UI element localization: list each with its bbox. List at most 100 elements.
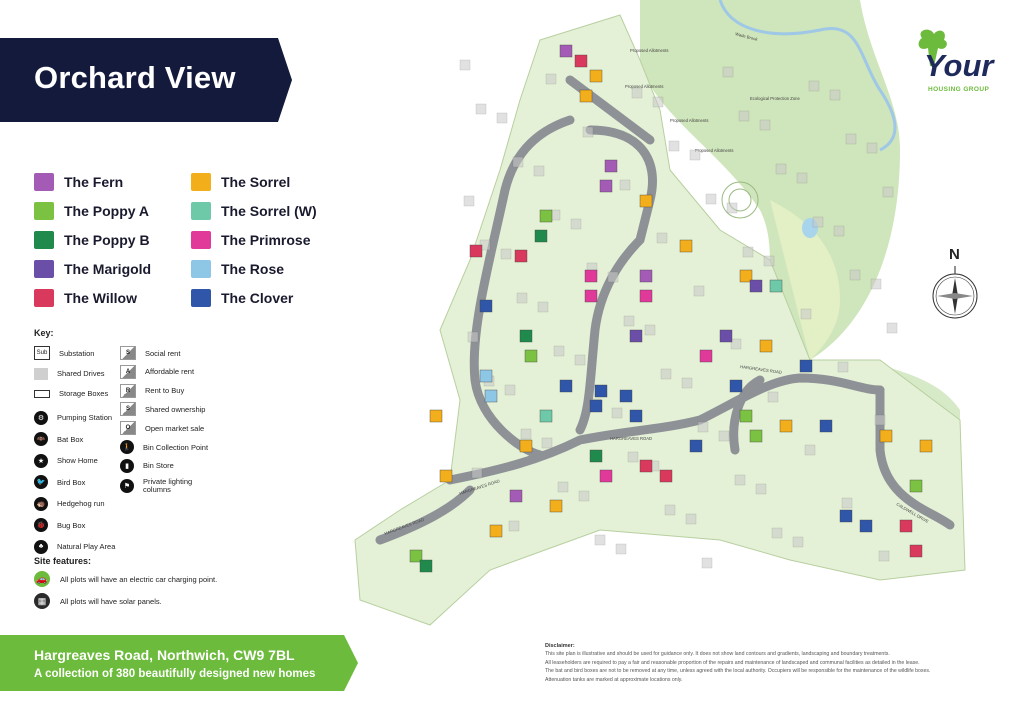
plot[interactable]	[819, 419, 833, 433]
plot[interactable]	[619, 389, 633, 403]
plot[interactable]	[799, 359, 813, 373]
plot-unassigned	[463, 195, 475, 207]
plot[interactable]	[659, 469, 673, 483]
plot[interactable]	[639, 269, 653, 283]
plot[interactable]	[749, 279, 763, 293]
plot[interactable]	[579, 89, 593, 103]
legend-label: The Sorrel (W)	[221, 203, 317, 219]
plot[interactable]	[479, 299, 493, 313]
key-item: Storage Boxes	[34, 389, 108, 398]
site-plan-map[interactable]: HARGREAVES ROAD HARGREAVES ROAD HARGREAV…	[340, 0, 1000, 640]
plot[interactable]	[539, 409, 553, 423]
plot[interactable]	[549, 499, 563, 513]
plot[interactable]	[679, 239, 693, 253]
plot-unassigned	[607, 271, 619, 283]
site-features-title: Site features:	[34, 556, 92, 566]
plot[interactable]	[574, 54, 588, 68]
plot[interactable]	[779, 419, 793, 433]
plot[interactable]	[589, 449, 603, 463]
plot[interactable]	[489, 524, 503, 538]
plot-unassigned	[730, 338, 742, 350]
plot[interactable]	[639, 459, 653, 473]
plot[interactable]	[519, 439, 533, 453]
legend-item: The Marigold	[34, 259, 151, 279]
legend-swatch	[191, 289, 211, 307]
plot[interactable]	[739, 409, 753, 423]
plot[interactable]	[719, 329, 733, 343]
plot[interactable]	[919, 439, 933, 453]
plot[interactable]	[629, 409, 643, 423]
key-label: Rent to Buy	[145, 386, 185, 396]
plot[interactable]	[439, 469, 453, 483]
lighting-column-icon: ⚑	[120, 478, 134, 493]
plot-unassigned	[656, 232, 668, 244]
plot[interactable]	[749, 429, 763, 443]
key-label: Storage Boxes	[59, 389, 109, 398]
legend-item: The Fern	[34, 172, 123, 192]
plot[interactable]	[429, 409, 443, 423]
plot-unassigned	[644, 324, 656, 336]
plot[interactable]	[559, 379, 573, 393]
plot[interactable]	[584, 269, 598, 283]
plot[interactable]	[534, 229, 548, 243]
plot-unassigned	[471, 467, 483, 479]
plot[interactable]	[839, 509, 853, 523]
plot-unassigned	[570, 218, 582, 230]
plot[interactable]	[739, 269, 753, 283]
key-item: 🦔Hedgehog run	[34, 496, 105, 511]
disclaimer-line: All leaseholders are required to pay a f…	[545, 659, 920, 666]
allotment-label: Proposed Allotments	[670, 118, 708, 123]
plot[interactable]	[584, 289, 598, 303]
plot[interactable]	[909, 479, 923, 493]
plot[interactable]	[639, 289, 653, 303]
key-label: Open market sale	[145, 423, 205, 433]
logo-tree-icon	[918, 29, 947, 66]
plot[interactable]	[524, 349, 538, 363]
plot[interactable]	[729, 379, 743, 393]
plot-unassigned	[738, 110, 750, 122]
plot[interactable]	[599, 179, 613, 193]
plot[interactable]	[519, 329, 533, 343]
legend-item: The Sorrel (W)	[191, 201, 317, 221]
ev-charging-icon: 🚗	[34, 571, 50, 587]
plot[interactable]	[909, 544, 923, 558]
plot[interactable]	[479, 369, 493, 383]
plot[interactable]	[859, 519, 873, 533]
plot[interactable]	[509, 489, 523, 503]
plot[interactable]	[769, 279, 783, 293]
plot-unassigned	[553, 345, 565, 357]
plot[interactable]	[589, 399, 603, 413]
plot[interactable]	[594, 384, 608, 398]
allotment-label: Proposed Allotments	[625, 84, 663, 89]
plot-unassigned	[878, 550, 890, 562]
plot[interactable]	[629, 329, 643, 343]
plot[interactable]	[539, 209, 553, 223]
plot-unassigned	[841, 497, 853, 509]
plot-unassigned	[623, 315, 635, 327]
legend-swatch	[34, 231, 54, 249]
plot[interactable]	[639, 194, 653, 208]
legend-item: The Poppy A	[34, 201, 149, 221]
plot[interactable]	[484, 389, 498, 403]
plot-unassigned	[697, 421, 709, 433]
meadow	[770, 200, 840, 360]
plot[interactable]	[599, 469, 613, 483]
plot[interactable]	[604, 159, 618, 173]
plot-unassigned	[459, 59, 471, 71]
plot[interactable]	[699, 349, 713, 363]
plot[interactable]	[689, 439, 703, 453]
plot[interactable]	[899, 519, 913, 533]
plot[interactable]	[419, 559, 433, 573]
key-item: ⚑Private lighting columns	[120, 477, 203, 494]
page-title: Orchard View	[34, 60, 236, 95]
plot[interactable]	[514, 249, 528, 263]
plot[interactable]	[879, 429, 893, 443]
plot[interactable]	[409, 549, 423, 563]
plot[interactable]	[469, 244, 483, 258]
key-item: ⚙Pumping Station	[34, 410, 112, 425]
plot[interactable]	[589, 69, 603, 83]
legend-label: The Poppy A	[64, 203, 150, 219]
plot[interactable]	[559, 44, 573, 58]
plot[interactable]	[759, 339, 773, 353]
plot-unassigned	[722, 66, 734, 78]
